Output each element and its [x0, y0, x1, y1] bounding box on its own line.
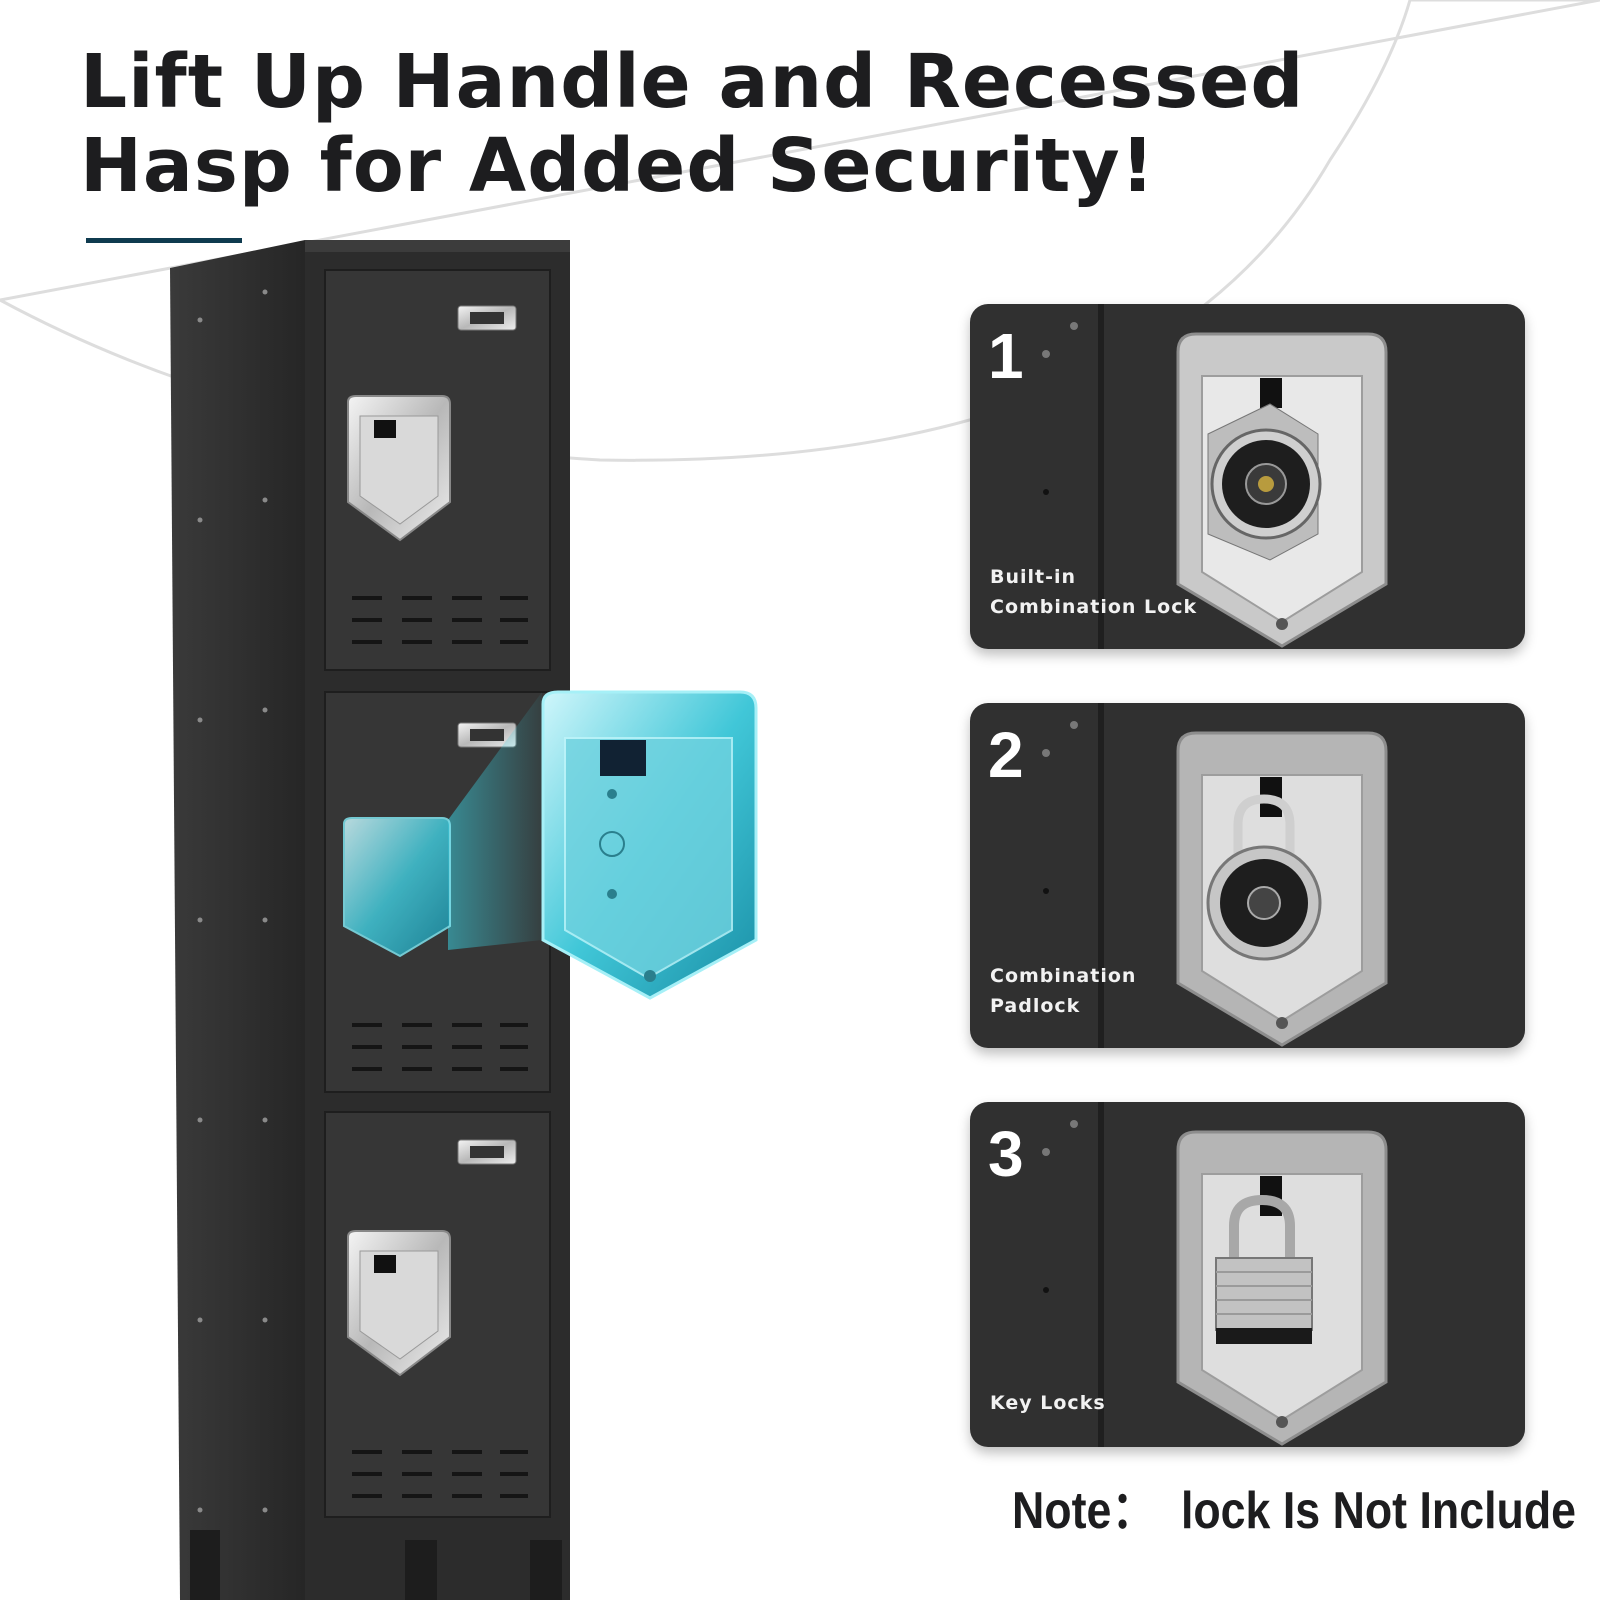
keyed-padlock-icon [1042, 1102, 1388, 1447]
locker-illustration [170, 240, 758, 1600]
card-number: 3 [988, 1118, 1024, 1190]
lock-option-card-1: 1 Built-in Combination Lock [970, 304, 1525, 649]
card-number: 2 [988, 719, 1024, 791]
title-underline [86, 238, 242, 243]
lock-option-card-3: 3 Key Locks [970, 1102, 1525, 1447]
lock-option-card-2: 2 Combination Padlock [970, 703, 1525, 1048]
card-label: Built-in Combination Lock [990, 566, 1198, 618]
combination-padlock-icon [1042, 703, 1388, 1048]
hasp-handle-top [347, 395, 451, 542]
title-line-2: Hasp for Added Security! [80, 123, 1156, 209]
combination-dial-lock-icon [1042, 304, 1388, 649]
card-label: Key Locks [990, 1392, 1106, 1414]
card-number: 1 [988, 320, 1024, 392]
note-text: Note： lock Is Not Include [1012, 1482, 1577, 1540]
card-label: Combination Padlock [990, 965, 1137, 1017]
hasp-handle-highlight [343, 690, 758, 1000]
page-title: Lift Up Handle and Recessed Hasp for Add… [80, 40, 1304, 208]
hasp-handle-bottom [347, 1230, 451, 1377]
title-line-1: Lift Up Handle and Recessed [80, 39, 1305, 125]
